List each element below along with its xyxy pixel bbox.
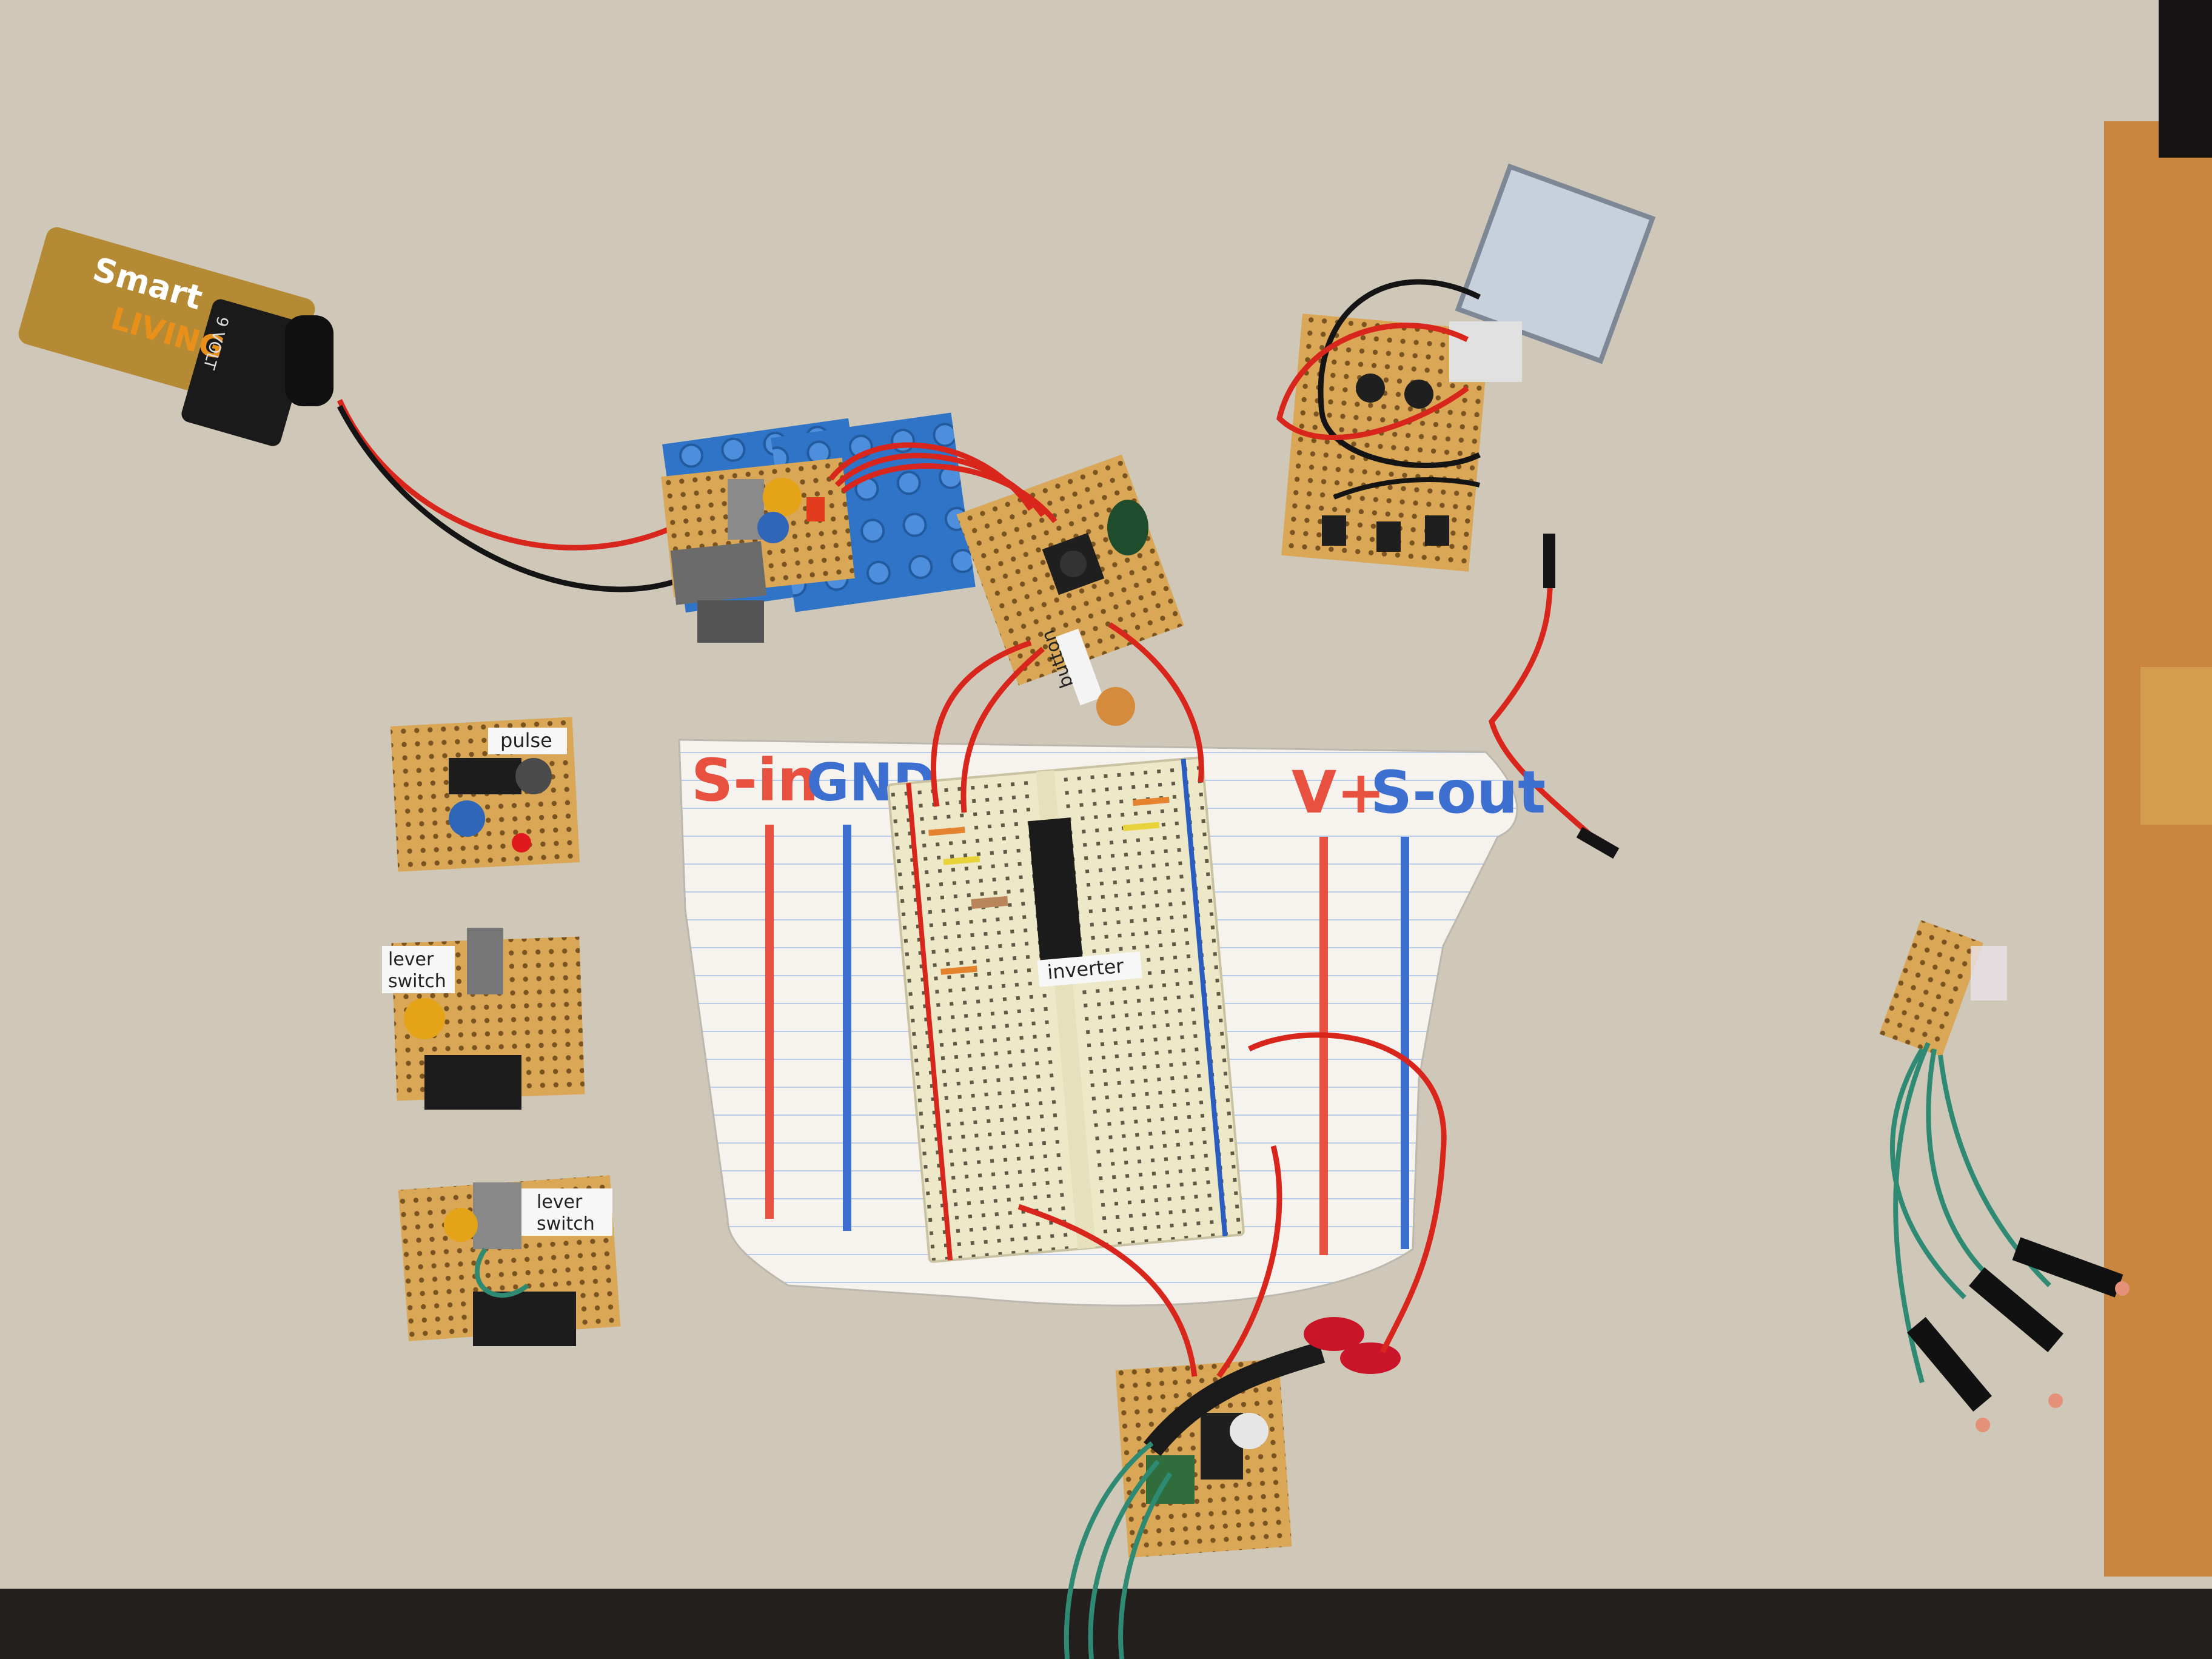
marker-line-s-out — [1401, 837, 1409, 1249]
marker-line-v-plus — [1319, 837, 1328, 1255]
table-edge-wood — [2104, 121, 2212, 1577]
table-edge-dark — [2159, 0, 2212, 158]
pulse-module: pulse — [390, 717, 580, 872]
power-module — [661, 412, 976, 643]
lever-switch-module-2: lever switch — [398, 1175, 621, 1346]
breadboard: inverter — [886, 756, 1245, 1263]
battery-wire-black — [337, 404, 674, 592]
wire-button-breadboard-1 — [930, 640, 1032, 807]
tag-pulse: pulse — [500, 729, 552, 752]
output-module — [1115, 1317, 1401, 1558]
tag-lever-switch-1-line1: lever — [388, 949, 434, 970]
ceramic-capacitor — [1096, 687, 1135, 726]
wire-breadboard-output-3 — [1247, 1032, 1447, 1354]
wire-breadboard-output-1 — [1017, 1204, 1198, 1377]
loose-wire — [1489, 539, 1615, 857]
tag-lever-switch-2-line2: switch — [537, 1213, 595, 1235]
wire-breadboard-output-2 — [1216, 1145, 1282, 1378]
tag-lever-switch-2-line1: lever — [537, 1191, 583, 1213]
ic-chip — [1028, 817, 1084, 967]
marker-line-s-in — [765, 825, 774, 1219]
tag-lever-switch-1-line2: switch — [388, 971, 446, 992]
wire-output-green — [1064, 1441, 1154, 1659]
lever-switch-module-1: lever switch — [382, 928, 585, 1110]
marker-line-gnd — [843, 825, 851, 1231]
wire-button-breadboard-2 — [960, 646, 1045, 813]
label-s-out: S-out — [1370, 759, 1546, 826]
battery-9v: Smart LIVING 9 VOLT — [18, 227, 333, 446]
motor-module — [1276, 163, 1656, 572]
label-v-plus: V+ — [1292, 759, 1386, 826]
button-module: button — [956, 454, 1184, 706]
label-s-in: S-in — [691, 746, 819, 814]
wire-button-breadboard-3 — [1108, 622, 1204, 783]
floor-shadow — [0, 1589, 2212, 1659]
led-sensor-module — [1879, 920, 2130, 1432]
